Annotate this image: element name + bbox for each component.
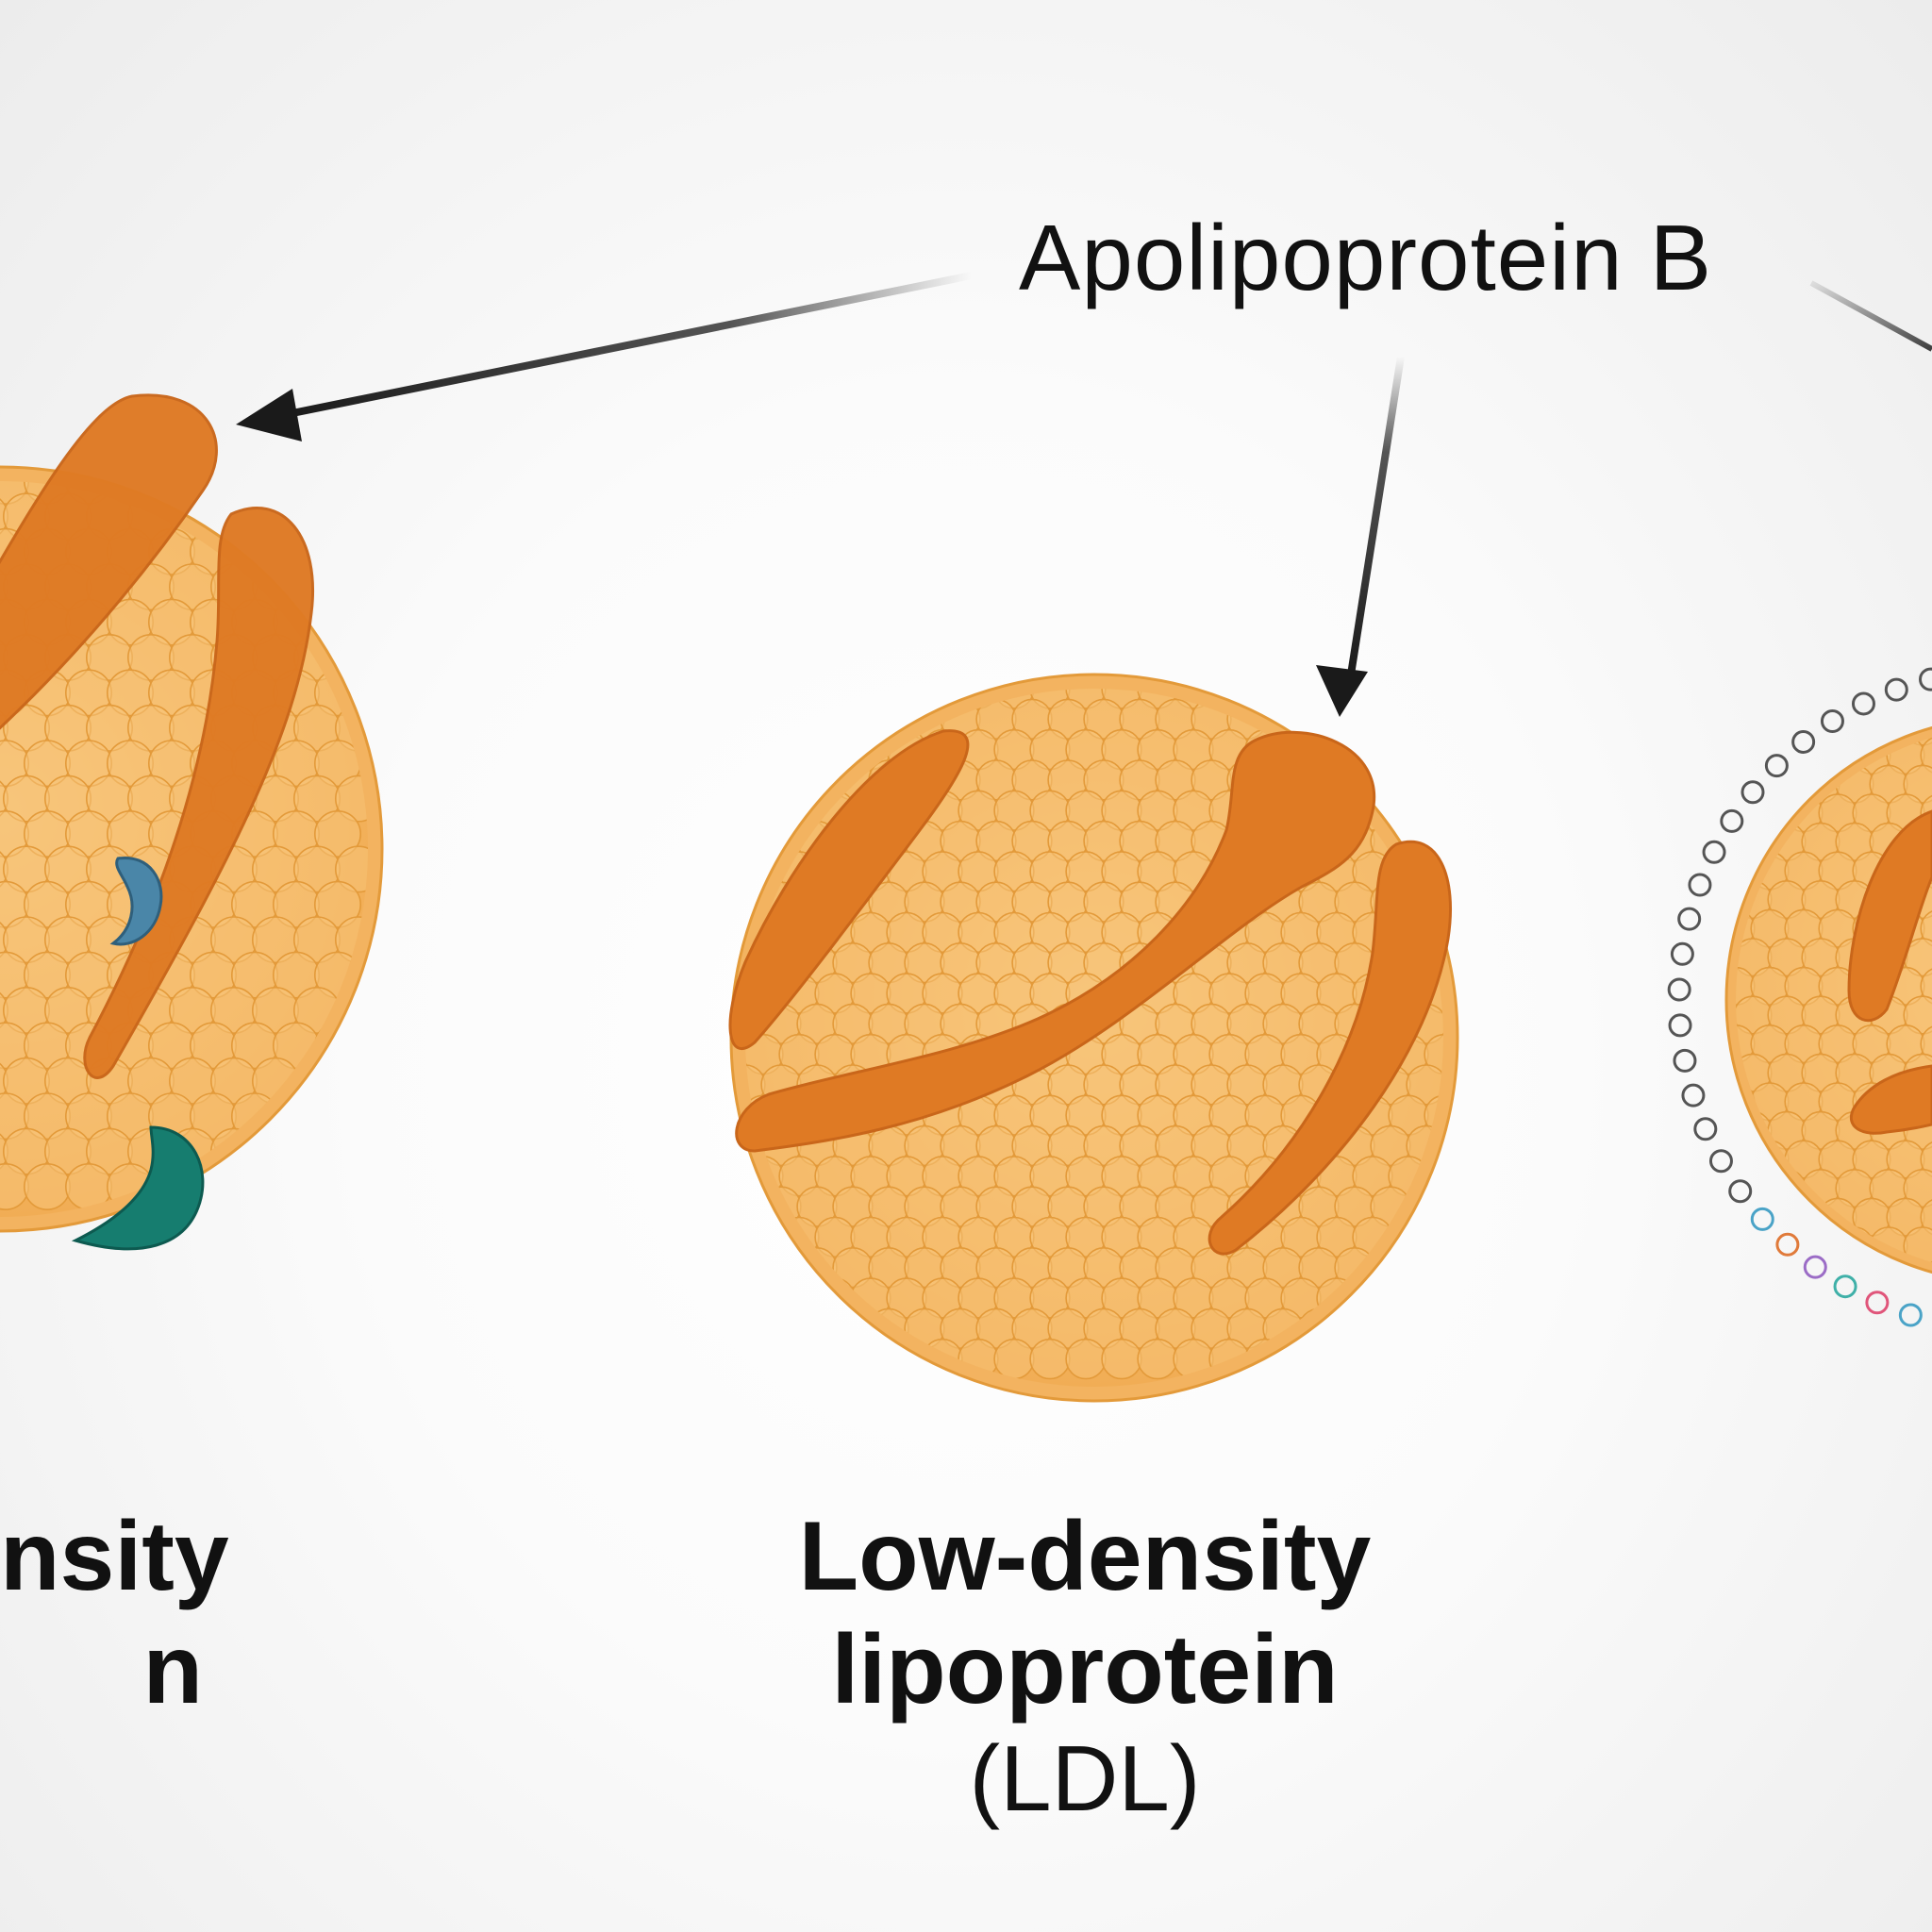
ring-loop [1865,1291,1890,1315]
scale-dot [334,845,368,893]
scale-dot [1920,1024,1932,1064]
scale-dot [1029,689,1071,709]
scale-dot [1137,1338,1178,1380]
ring-loop [1688,873,1712,897]
ring-loop [1791,729,1816,754]
ring-loop [1740,780,1765,805]
scale-dot [0,481,30,505]
ring-loop [1803,1255,1827,1279]
scale-dot [1920,735,1932,775]
scale-dot [251,1127,299,1175]
ldl-title: Low-density lipoprotein [774,1500,1396,1726]
ring-loop [1667,977,1691,1002]
ring-loop [1775,1232,1800,1257]
ring-loop [1764,754,1789,778]
scale-dot [1065,1338,1107,1380]
arrowhead-ldl-icon [1316,665,1368,717]
scale-dot [1920,1140,1932,1179]
scale-dot [1137,689,1178,709]
ring-loop [1919,667,1932,691]
ring-loop [1673,1048,1697,1073]
left-title-line2: n [142,1615,203,1724]
ldl-abbreviation: (LDL) [969,1726,1201,1830]
scale-dot [1424,1033,1443,1075]
right-apob-bands [1847,809,1932,1135]
apob-arrows [236,272,1932,717]
scale-dot [1029,1338,1071,1380]
ldl-title-line1: Low-density [798,1502,1372,1611]
arrow-to-right-particle [1809,280,1932,352]
phospholipid-ring [1667,667,1932,1327]
scale-dot [1920,1197,1932,1237]
right-particle [1667,667,1932,1327]
ring-loop [1677,907,1702,931]
scale-dot [313,598,361,646]
ring-loop [1668,1013,1692,1038]
ring-loop [1750,1207,1774,1231]
arrowhead-left-icon [236,389,302,441]
left-particle [0,393,384,1251]
left-particle-title: nsity n [0,1500,229,1726]
scale-dot [1750,793,1790,833]
scale-dot [1920,908,1932,948]
scale-dot [1065,689,1107,709]
ldl-apob-bands [728,729,1453,1256]
left-title-line1: nsity [0,1502,229,1611]
scale-dot [993,1338,1035,1380]
ring-loop [1681,1083,1706,1108]
ring-loop [1728,1179,1753,1204]
ldl-particle [728,673,1459,1403]
scale-dot [1101,1338,1142,1380]
scale-dot [23,1163,72,1211]
scale-dot [313,809,361,858]
ring-loop [1884,677,1908,702]
receptor-blue-icon [109,857,163,946]
ring-loop [1693,1117,1718,1141]
scale-dot [313,880,361,928]
ring-loop [1670,941,1694,966]
scale-dot [1101,689,1142,709]
ring-loop [1898,1303,1923,1327]
arrow-to-left-particle [282,272,973,419]
receptor-teal-icon [71,1125,205,1251]
ring-loop [1708,1149,1733,1174]
ring-loop [1833,1274,1857,1299]
scale-dot [334,774,368,823]
ring-loop [1851,691,1875,716]
ring-loop [1720,808,1744,833]
arrow-to-ldl [1347,356,1405,675]
scale-dot [1406,1064,1443,1106]
scale-dot [1920,966,1932,1006]
ldl-title-line2: lipoprotein [831,1615,1339,1724]
scale-dot [334,633,368,681]
apolipoprotein-b-label: Apolipoprotein B [1019,206,1713,309]
ring-loop [1702,840,1726,864]
ring-loop [1820,708,1844,733]
